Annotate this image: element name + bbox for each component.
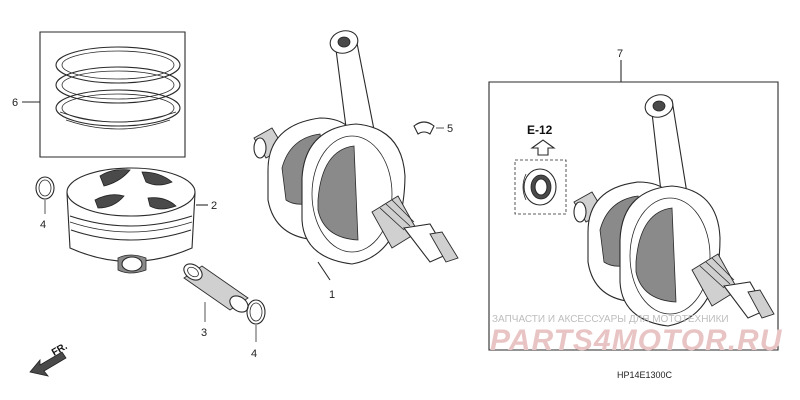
crankshaft-illustration [253, 30, 459, 281]
piston-pin-clip-left-illustration [35, 176, 55, 214]
piston-pin-illustration [183, 263, 249, 322]
callout-piston: 2 [211, 200, 217, 212]
piston-illustration [66, 167, 208, 274]
callout-crankshaft: 1 [329, 289, 335, 301]
rings-bracket-box [39, 31, 186, 158]
piston-rings-illustration [22, 31, 186, 158]
reference-label: E-12 [527, 123, 553, 137]
callout-piston-rings: 6 [12, 97, 18, 109]
callout-woodruff-key: 5 [447, 123, 453, 135]
oil-seal-illustration [514, 159, 567, 215]
callout-piston-pin: 3 [201, 327, 207, 339]
woodruff-key-illustration [413, 121, 444, 135]
watermark-logo: PARTS4MOTOR.RU [490, 324, 783, 357]
diagram-code: HP14E1300C [617, 370, 673, 380]
reference-arrow-icon [530, 139, 556, 156]
watermark-tagline: ЗАПЧАСТИ И АКСЕССУАРЫ ДЛЯ МОТОТЕХНИКИ [492, 314, 729, 325]
crankshaft-assembly-illustration [573, 94, 775, 327]
piston-pin-clip-right-illustration [246, 299, 266, 342]
callout-clip-left: 4 [40, 219, 46, 231]
callout-crankshaft-assy: 7 [617, 48, 623, 60]
front-direction-label: FR. [50, 341, 70, 359]
front-direction-arrow-icon [29, 351, 67, 377]
callout-clip-right: 4 [251, 348, 257, 360]
crankshaft-assembly-box [488, 60, 779, 351]
